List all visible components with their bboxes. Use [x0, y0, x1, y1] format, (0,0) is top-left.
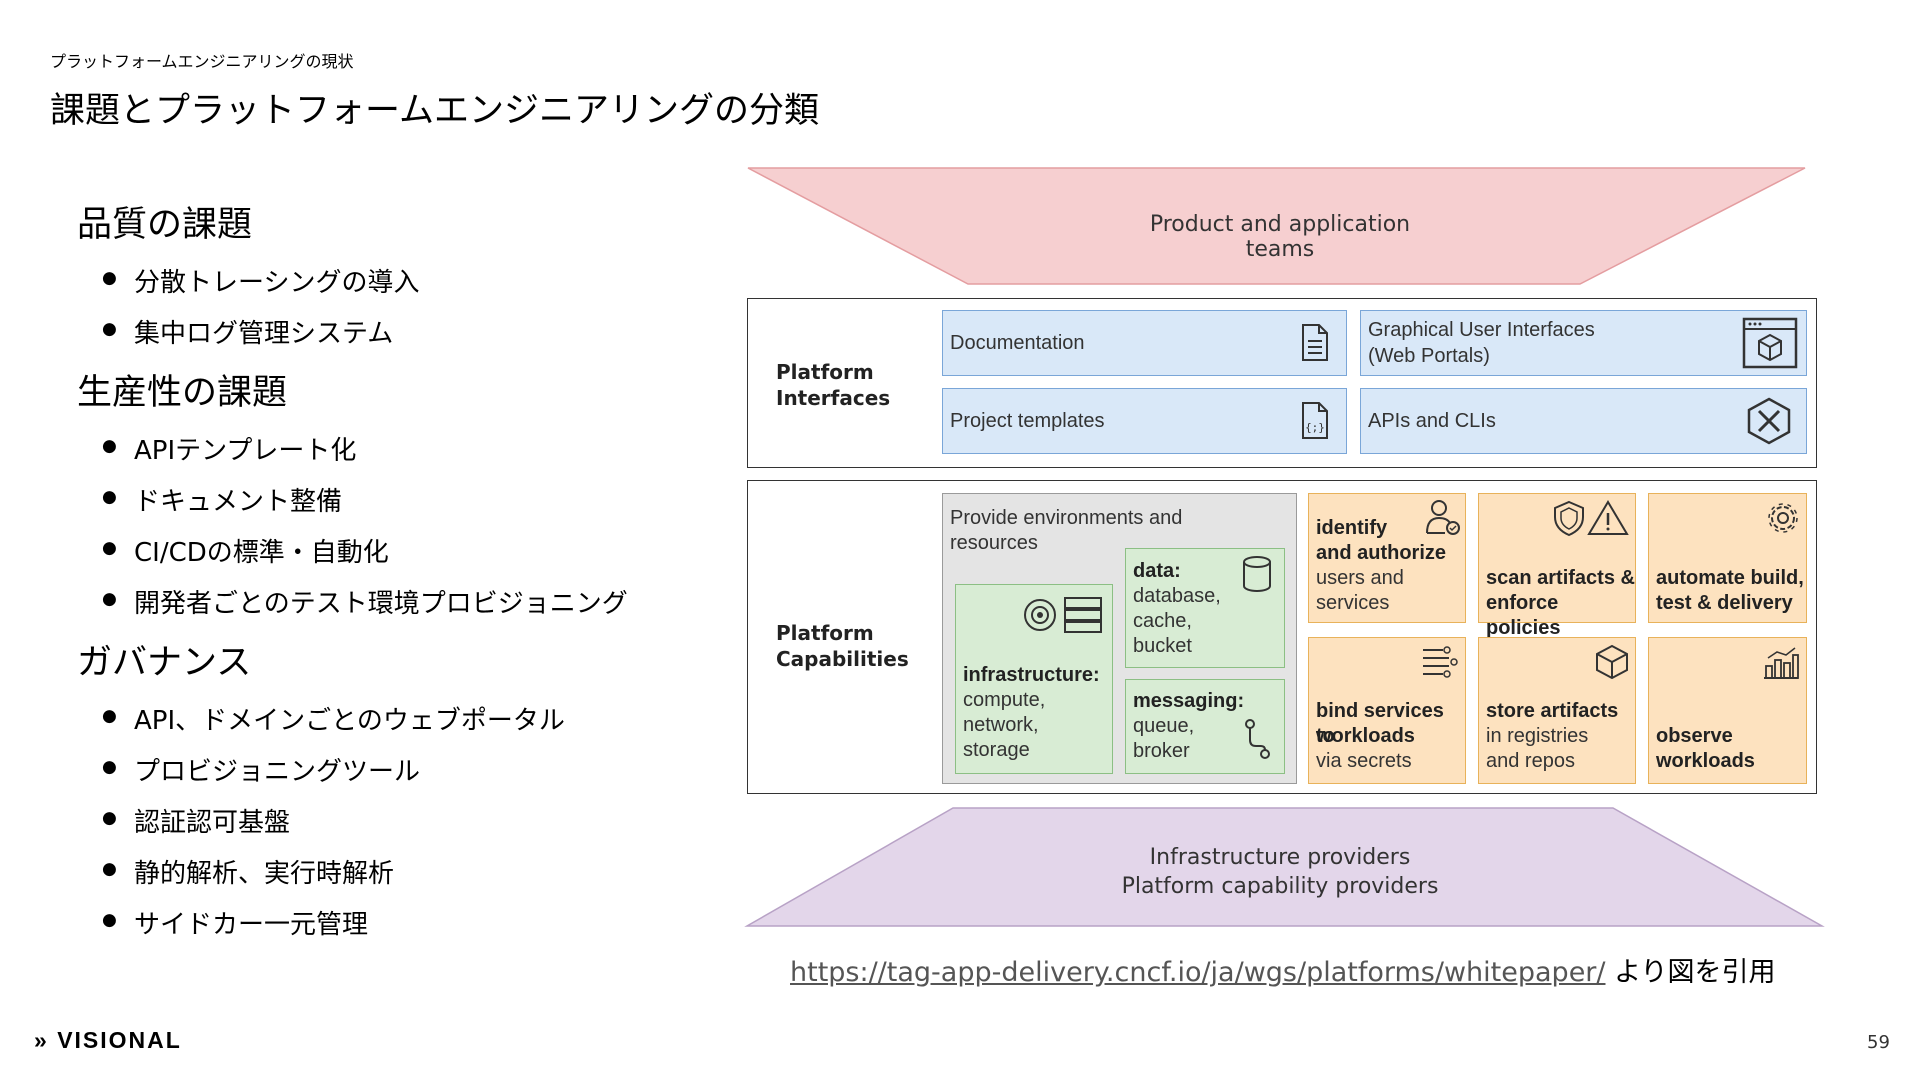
section-heading-governance: ガバナンス: [77, 643, 252, 683]
citation-suffix: より図を引用: [1605, 957, 1776, 988]
section-heading-productivity: 生産性の課題: [77, 373, 288, 413]
bottom-band-shape: [744, 807, 1825, 927]
gui-portals-box: Graphical User Interfaces (Web Portals): [1360, 310, 1807, 376]
store-artifacts-box: store artifacts in registries and repos: [1478, 637, 1636, 784]
citation-link[interactable]: https://tag-app-delivery.cncf.io/ja/wgs/…: [790, 957, 1606, 988]
scan-artifacts-box: scan artifacts & enforce policies: [1478, 493, 1636, 639]
gear-icon: [1768, 503, 1798, 533]
project-templates-box: Project templates {;}: [942, 388, 1347, 454]
web-portal-icon: [1742, 317, 1798, 369]
observe-workloads-box: observe workloads: [1648, 637, 1807, 784]
list-item: 集中ログ管理システム: [102, 313, 393, 350]
citation: https://tag-app-delivery.cncf.io/ja/wgs/…: [790, 950, 1776, 989]
data-box: data: database, cache, bucket: [1125, 548, 1285, 668]
top-band-shape: [747, 167, 1806, 285]
list-item: 分散トレーシングの導入: [102, 262, 419, 299]
bind-services-box: bind services to workloads via secrets: [1308, 637, 1466, 784]
page-title: 課題とプラットフォームエンジニアリングの分類: [50, 91, 819, 131]
messaging-box: messaging: queue, broker: [1125, 679, 1285, 774]
section-heading-quality: 品質の課題: [77, 205, 253, 245]
identify-authorize-box: identify and authorize users and service…: [1308, 493, 1466, 623]
server-icon: [1024, 597, 1102, 633]
infrastructure-box: infrastructure: compute, network, storag…: [955, 584, 1113, 774]
chevron-double-right-icon: »: [34, 1027, 49, 1053]
package-icon: [1596, 644, 1628, 680]
code-file-icon: {;}: [1302, 402, 1328, 439]
user-check-icon: [1426, 500, 1460, 535]
top-band-label: Product and application teams: [1149, 212, 1411, 262]
breadcrumb: プラットフォームエンジニアリングの現状: [50, 52, 354, 71]
document-icon: [1302, 324, 1328, 361]
tools-icon: [1747, 397, 1791, 445]
platform-diagram: Product and application teams Platform I…: [740, 160, 1825, 935]
documentation-box: Documentation: [942, 310, 1347, 376]
list-item: ドキュメント整備: [102, 481, 342, 518]
list-item: CI/CDの標準・自動化: [102, 532, 389, 569]
list-item: API、ドメインごとのウェブポータル: [102, 700, 565, 737]
list-item: APIテンプレート化: [102, 430, 356, 467]
connections-icon: [1423, 646, 1458, 678]
shield-warning-icon: [1554, 500, 1629, 537]
database-icon: [1243, 556, 1271, 592]
platform-interfaces-label: Platform Interfaces: [776, 360, 891, 410]
list-item: 静的解析、実行時解析: [102, 853, 394, 890]
list-item: 認証認可基盤: [102, 802, 290, 839]
bar-chart-icon: [1764, 647, 1799, 679]
logo: » VISIONAL: [34, 1027, 182, 1053]
bottom-band-label: Infrastructure providers Platform capabi…: [1121, 845, 1439, 899]
list-item: プロビジョニングツール: [102, 751, 420, 788]
automate-build-box: automate build, test & delivery: [1648, 493, 1807, 623]
apis-clis-box: APIs and CLIs: [1360, 388, 1807, 454]
platform-capabilities-label: Platform Capabilities: [776, 621, 909, 671]
list-item: サイドカー一元管理: [102, 904, 368, 941]
branch-icon: [1245, 719, 1270, 759]
svg-text:{;}: {;}: [1305, 421, 1325, 434]
page-number: 59: [1867, 1032, 1890, 1053]
list-item: 開発者ごとのテスト環境プロビジョニング: [102, 583, 628, 620]
